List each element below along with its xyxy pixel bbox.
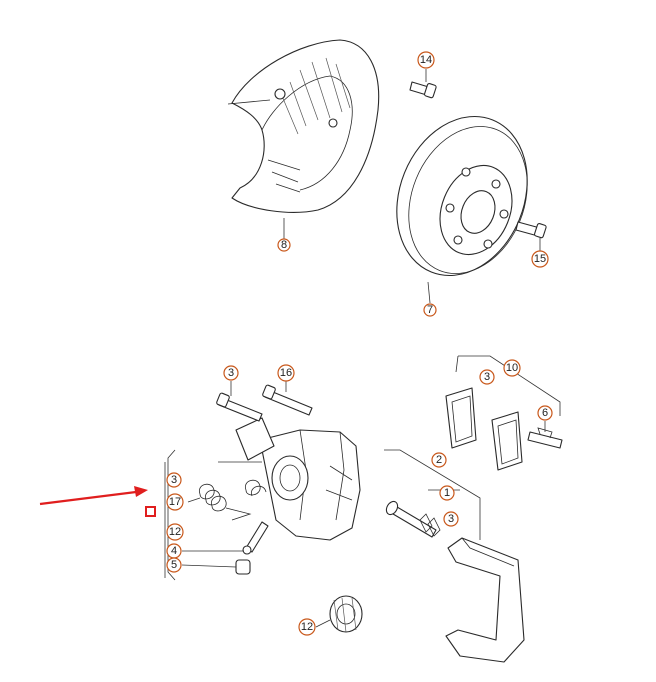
- callout-3-pads: 3: [479, 369, 495, 385]
- callout-12-bottom: 12: [298, 618, 316, 636]
- callout-8: 8: [277, 238, 291, 252]
- callout-5: 5: [166, 557, 182, 573]
- svg-text:14: 14: [420, 54, 432, 66]
- brake-caliper: [235, 417, 361, 541]
- callout-12-left: 12: [166, 523, 184, 541]
- callout-3-guide: 3: [443, 511, 459, 527]
- svg-text:17: 17: [169, 496, 181, 508]
- callout-4: 4: [166, 543, 182, 559]
- spring-17: [198, 483, 252, 521]
- brake-disc: [396, 115, 528, 277]
- bleeder-valve-4: [242, 521, 269, 555]
- splash-plate: [227, 39, 380, 213]
- callout-6: 6: [537, 405, 553, 421]
- svg-text:6: 6: [542, 407, 548, 419]
- group-brackets: [164, 355, 561, 581]
- caliper-carrier: [445, 537, 525, 663]
- svg-text:12: 12: [301, 621, 313, 633]
- cap-5: [235, 559, 251, 575]
- svg-text:16: 16: [280, 367, 292, 379]
- callout-3-left: 3: [166, 472, 182, 488]
- callout-3-top: 3: [223, 365, 239, 381]
- bolt-15: [515, 221, 547, 239]
- svg-text:15: 15: [534, 253, 546, 265]
- svg-text:5: 5: [171, 559, 177, 571]
- cap-12: [329, 595, 363, 633]
- bolt-3-top: [216, 392, 263, 422]
- svg-text:4: 4: [171, 545, 177, 557]
- red-marker: [145, 506, 156, 517]
- spring-top: [244, 479, 267, 497]
- callout-1: 1: [439, 485, 455, 501]
- svg-text:12: 12: [169, 526, 181, 538]
- bolt-14: [409, 81, 437, 99]
- callout-10: 10: [503, 359, 521, 377]
- svg-text:7: 7: [427, 304, 433, 316]
- svg-text:10: 10: [506, 362, 518, 374]
- callout-16: 16: [277, 364, 295, 382]
- svg-text:1: 1: [444, 487, 450, 499]
- svg-text:8: 8: [281, 239, 287, 251]
- svg-text:3: 3: [228, 367, 234, 379]
- red-arrow: [39, 486, 148, 506]
- boot-3: [419, 513, 441, 537]
- svg-text:3: 3: [448, 513, 454, 525]
- svg-text:2: 2: [436, 454, 442, 466]
- callout-7: 7: [423, 303, 437, 317]
- svg-text:3: 3: [484, 371, 490, 383]
- callout-15: 15: [531, 250, 549, 268]
- callout-2: 2: [431, 452, 447, 468]
- brake-pads: [445, 387, 523, 471]
- svg-text:3: 3: [171, 474, 177, 486]
- bolt-16: [262, 384, 313, 416]
- callout-14: 14: [417, 51, 435, 69]
- callout-17: 17: [166, 493, 184, 511]
